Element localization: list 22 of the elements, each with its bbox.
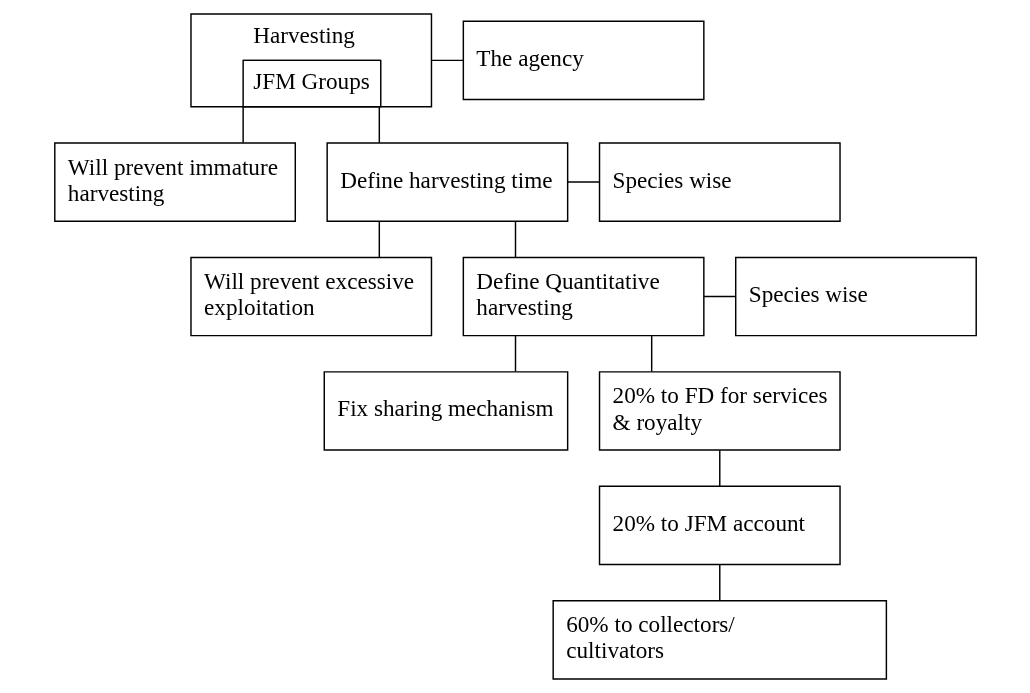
connector <box>378 220 380 258</box>
node-box: 20% to FD for services & royalty <box>598 371 841 451</box>
connector <box>718 564 720 602</box>
node-box: 20% to JFM account <box>598 485 841 566</box>
node-box: Define Quantitative harvesting <box>462 256 705 337</box>
node-box: Will prevent excessive exploitation <box>189 256 432 337</box>
connector <box>566 181 600 183</box>
node-box: 60% to collectors/ cultivators <box>551 600 887 680</box>
node-box: Will prevent immature harvesting <box>53 142 296 222</box>
connector <box>718 449 720 487</box>
connector <box>241 106 244 144</box>
node-box: The agency <box>462 20 705 101</box>
connector <box>514 220 516 258</box>
connector <box>650 335 652 373</box>
connector <box>514 335 516 373</box>
node-box: Species wise <box>734 256 977 337</box>
node-box: Fix sharing mechanism <box>323 371 568 451</box>
connector <box>378 106 380 144</box>
connector <box>702 295 736 298</box>
connector <box>430 59 464 62</box>
node-box: Define harvesting time <box>325 142 568 222</box>
node-box: Species wise <box>598 142 841 222</box>
